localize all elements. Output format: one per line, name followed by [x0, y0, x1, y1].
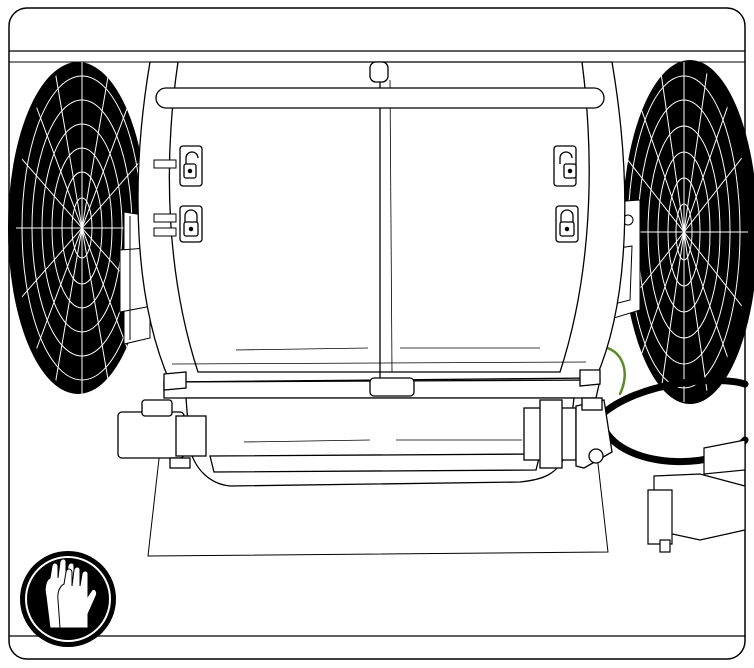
connector-block	[647, 439, 746, 553]
padlock-right-locked-icon	[555, 205, 579, 243]
padlock-right-unlocked-icon	[553, 145, 577, 187]
side-latches	[153, 159, 177, 237]
left-fan	[8, 62, 148, 394]
left-coupling	[117, 399, 207, 469]
right-coupling	[523, 397, 613, 469]
padlock-left-unlocked-icon	[179, 145, 203, 187]
protective-gloves-icon	[20, 551, 116, 647]
right-fan	[620, 60, 754, 404]
lower-chassis	[163, 369, 601, 487]
padlock-left-locked-icon	[179, 205, 203, 243]
